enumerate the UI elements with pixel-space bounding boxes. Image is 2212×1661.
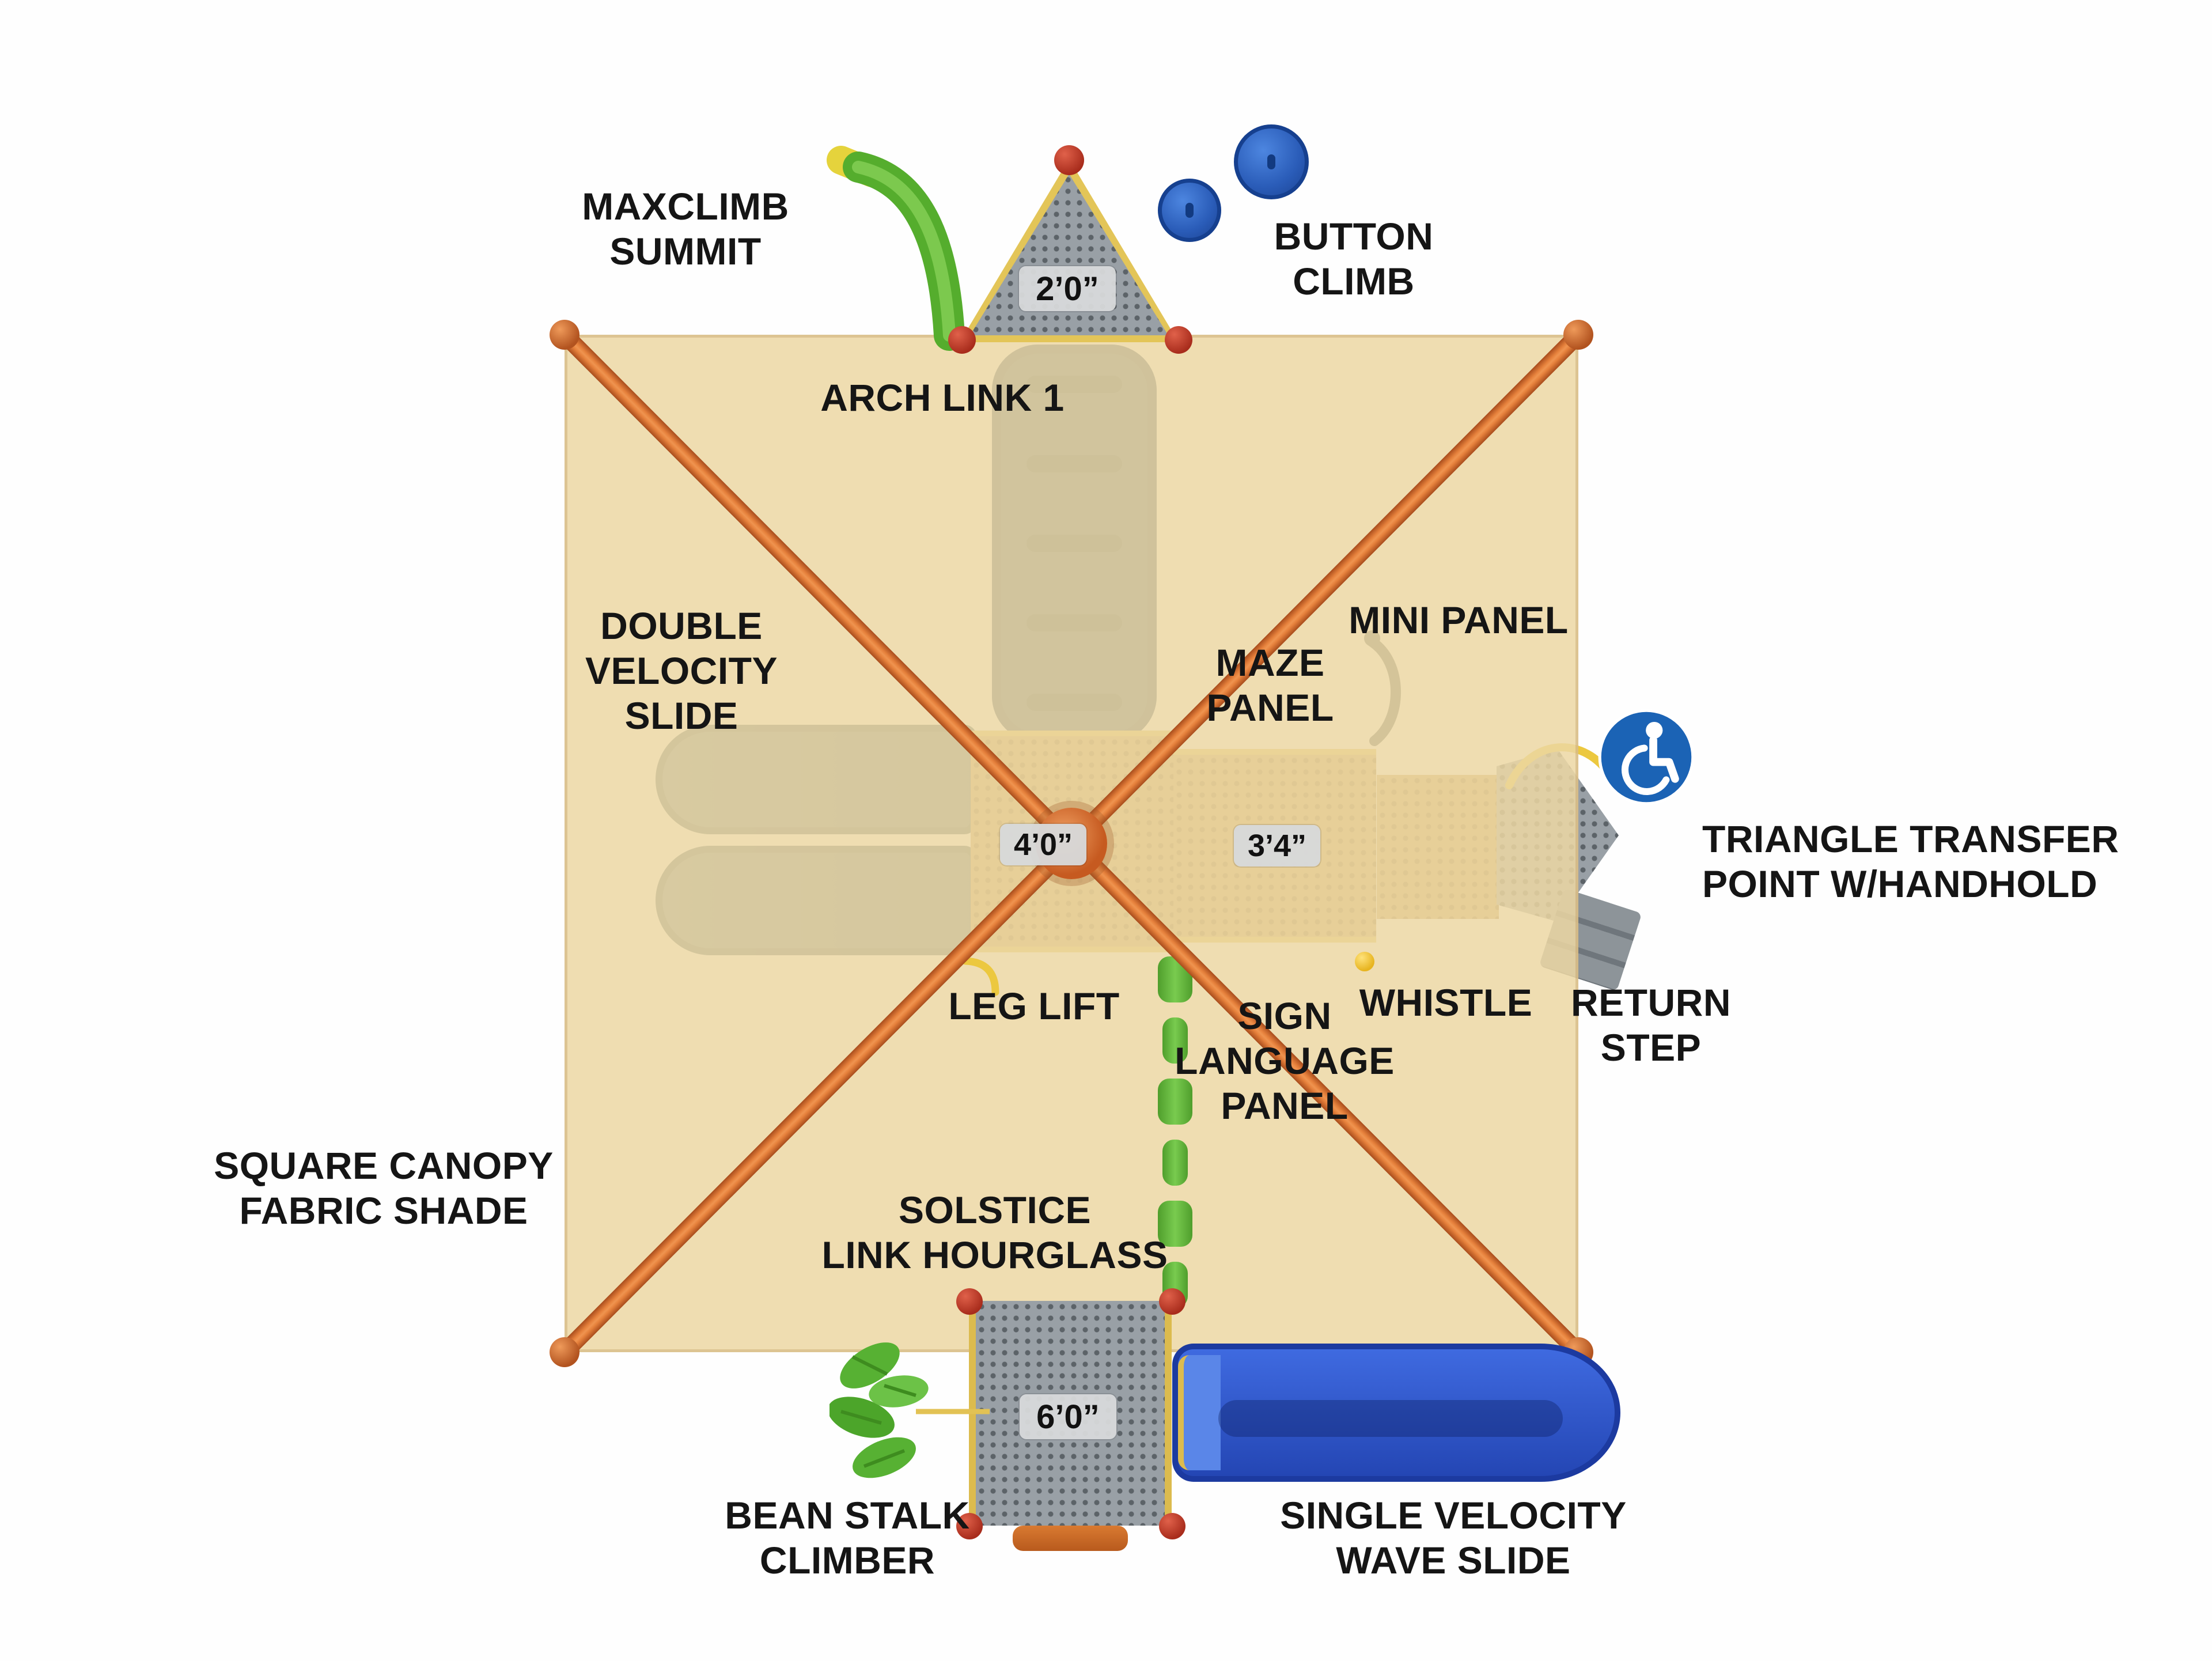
- link-segment: [1162, 1140, 1188, 1186]
- deck-entry-step: [1013, 1526, 1128, 1551]
- button-climb-step-large: [1234, 124, 1309, 199]
- canopy-post-cap: [550, 320, 579, 350]
- link-segment: [1158, 1201, 1192, 1247]
- button-climb-grip: [1185, 203, 1194, 218]
- deck-height-chip-main: 4’0”: [1000, 824, 1086, 865]
- tower-deck-6ft: [969, 1301, 1172, 1526]
- solstice-link-hourglass-structure: [1158, 956, 1192, 1308]
- label-sign-language-panel: SIGN LANGUAGE PANEL: [1175, 994, 1395, 1127]
- single-velocity-wave-slide-structure: [1172, 1344, 1620, 1482]
- label-triangle-transfer-point: TRIANGLE TRANSFER POINT W/HANDHOLD: [1702, 818, 2119, 905]
- wave-slide-channel: [1218, 1400, 1563, 1437]
- link-segment: [1162, 1017, 1188, 1064]
- label-single-velocity-wave-slide: SINGLE VELOCITY WAVE SLIDE: [1280, 1494, 1627, 1581]
- deck-post-ball: [1159, 1513, 1185, 1539]
- label-maze-panel: MAZE PANEL: [1206, 641, 1334, 729]
- label-bean-stalk-climber: BEAN STALK CLIMBER: [725, 1494, 970, 1581]
- summit-post-ball: [1054, 145, 1084, 175]
- label-solstice-link-hourglass: SOLSTICE LINK HOURGLASS: [821, 1189, 1168, 1276]
- label-leg-lift: LEG LIFT: [948, 985, 1120, 1027]
- label-arch-link-1: ARCH LINK 1: [820, 376, 1065, 419]
- label-mini-panel: MINI PANEL: [1349, 599, 1569, 641]
- label-whistle: WHISTLE: [1359, 981, 1533, 1024]
- deck-post-ball: [956, 1513, 983, 1539]
- button-climb-grip: [1267, 154, 1275, 169]
- summit-climb-surface: [970, 174, 1168, 335]
- label-square-canopy-fabric-shade: SQUARE CANOPY FABRIC SHADE: [214, 1144, 554, 1232]
- summit-post-ball: [948, 326, 976, 354]
- label-maxclimb-summit: MAXCLIMB SUMMIT: [582, 185, 789, 273]
- label-double-velocity-slide: DOUBLE VELOCITY SLIDE: [585, 604, 778, 737]
- wave-slide-entry: [1178, 1355, 1221, 1470]
- summit-post-ball: [1165, 326, 1192, 354]
- deck-height-chip-maze: 3’4”: [1234, 825, 1320, 867]
- canopy-post-cap: [550, 1337, 579, 1367]
- label-return-step: RETURN STEP: [1571, 981, 1731, 1069]
- deck-post-ball: [1159, 1288, 1185, 1315]
- canopy-post-cap: [1563, 320, 1593, 350]
- maxclimb-summit-structure: [960, 159, 1179, 342]
- button-climb-step-small: [1158, 179, 1221, 242]
- leg-lift-component: [961, 957, 999, 996]
- accessibility-icon: [1598, 709, 1695, 805]
- deck-height-chip-tower: 6’0”: [1020, 1394, 1116, 1439]
- whistle-component: [1355, 952, 1374, 971]
- maxclimb-green-climber: [827, 146, 965, 351]
- label-button-climb: BUTTON CLIMB: [1274, 215, 1434, 302]
- deck-post-ball: [956, 1288, 983, 1315]
- deck-height-chip-summit: 2’0”: [1019, 266, 1116, 311]
- link-segment: [1158, 1079, 1192, 1125]
- bean-stalk-climber-structure: [830, 1342, 990, 1478]
